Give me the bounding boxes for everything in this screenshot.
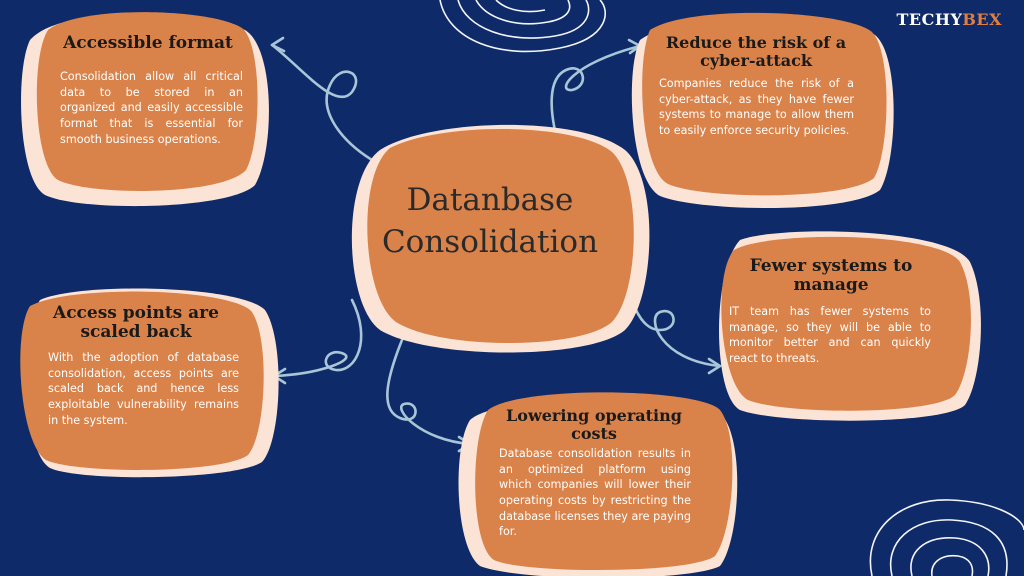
- connector-to-cyber: [550, 44, 642, 152]
- blob: [721, 236, 971, 411]
- node-access-points: [20, 288, 279, 478]
- fewer-title-line-2: manage: [793, 275, 869, 296]
- node-center: [351, 124, 650, 353]
- node-fewer-systems: [719, 231, 981, 421]
- swirl-decoration-bottom-right: [869, 499, 1024, 576]
- brand-part-1: TECHY: [896, 10, 963, 29]
- accessible-text: Consolidation allow all critical data to…: [60, 70, 243, 146]
- swirl-decoration-top: [439, 0, 607, 53]
- lowering-title-line-1: Lowering operating: [506, 406, 682, 425]
- connector-to-lowering: [386, 338, 472, 446]
- accessible-title: Accessible format: [63, 33, 233, 53]
- blob: [367, 128, 634, 343]
- cyber-text: Companies reduce the risk of a cyber-att…: [659, 77, 854, 138]
- node-lowering-costs: [458, 392, 738, 576]
- fewer-title-line-1: Fewer systems to: [749, 256, 913, 276]
- access-title-line-2: scaled back: [80, 322, 192, 343]
- node-accessible-format: [21, 12, 269, 207]
- cyber-title-line-2: cyber-attack: [700, 50, 812, 70]
- connector-to-accessible: [270, 43, 374, 162]
- node-reduce-risk: [631, 12, 894, 209]
- lowering-text: Database consolidation results in an opt…: [499, 447, 691, 539]
- lowering-title: Lowering operating costs: [488, 407, 700, 443]
- blob: [475, 392, 733, 571]
- blob: [642, 12, 887, 196]
- brand-logo: TECHYBEX: [896, 10, 1002, 29]
- brand-part-2: BEX: [962, 10, 1002, 29]
- cyber-title: Reduce the risk of a cyber-attack: [645, 34, 867, 70]
- fewer-title: Fewer systems to manage: [735, 256, 927, 296]
- fewer-text: IT team has fewer systems to manage, so …: [729, 305, 931, 366]
- lowering-title-line-2: costs: [571, 423, 617, 443]
- blob: [20, 291, 264, 470]
- blob: [36, 12, 258, 191]
- cyber-title-line-1: Reduce the risk of a: [665, 33, 847, 52]
- connector-to-access: [272, 298, 363, 378]
- center-title-line-2: Consolidation: [381, 223, 599, 260]
- center-title-line-1: Datanbase: [406, 182, 574, 218]
- access-title: Access points are scaled back: [38, 303, 234, 343]
- access-title-line-1: Access points are: [53, 303, 219, 323]
- access-text: With the adoption of database consolidat…: [48, 351, 239, 427]
- center-title: Datanbase Consolidation: [350, 180, 630, 264]
